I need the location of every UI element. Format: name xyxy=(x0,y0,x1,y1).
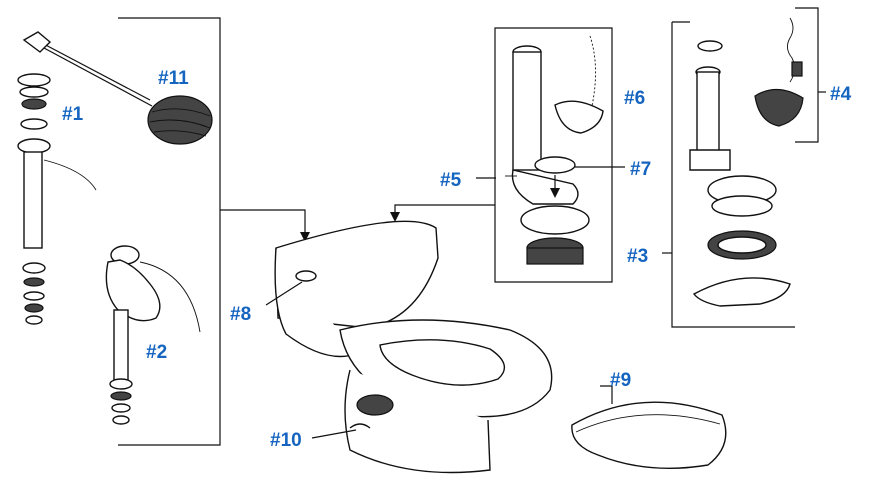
ballcock-fill-valve-drawing xyxy=(17,31,213,325)
part-label-11[interactable]: #11 xyxy=(158,68,189,89)
toilet-seat-drawing xyxy=(571,385,727,470)
part-label-5[interactable]: #5 xyxy=(440,170,462,191)
part-label-2[interactable]: #2 xyxy=(146,342,167,363)
part-label-9[interactable]: #9 xyxy=(610,370,631,391)
left-group-bracket xyxy=(118,17,310,446)
part-label-1[interactable]: #1 xyxy=(62,104,84,125)
flush-valve-2-drawing xyxy=(689,17,804,307)
flush-valve-drawing xyxy=(505,35,604,265)
leader-8 xyxy=(265,281,303,306)
flush-valve-2-brackets xyxy=(662,7,826,328)
flush-valve-bracket xyxy=(390,27,613,283)
part-label-4[interactable]: #4 xyxy=(830,84,852,105)
part-label-10[interactable]: #10 xyxy=(270,430,302,451)
part-label-6[interactable]: #6 xyxy=(624,88,645,109)
fill-valve-drawing xyxy=(105,245,201,425)
leader-10 xyxy=(311,429,357,439)
part-label-3[interactable]: #3 xyxy=(627,246,648,267)
part-label-7[interactable]: #7 xyxy=(630,159,651,180)
one-piece-toilet-drawing xyxy=(274,220,553,474)
part-label-8[interactable]: #8 xyxy=(230,304,251,325)
